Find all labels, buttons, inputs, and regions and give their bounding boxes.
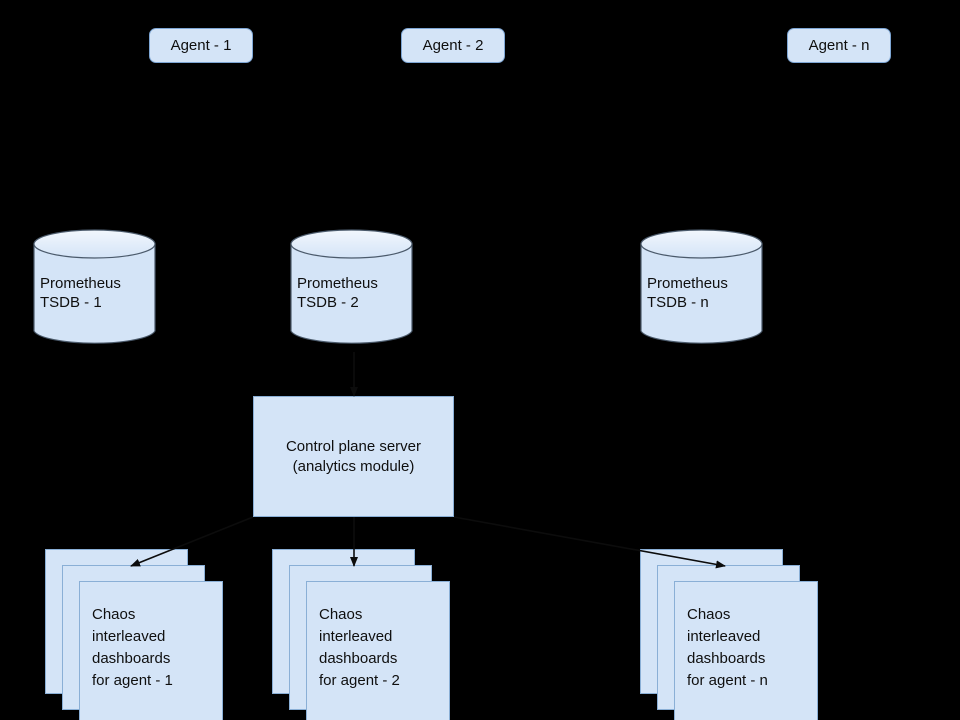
- agent-node-2[interactable]: Agent - 2: [401, 28, 505, 63]
- agent-node-n[interactable]: Agent - n: [787, 28, 891, 63]
- dashboard-card-front[interactable]: Chaos interleaved dashboards for agent -…: [306, 581, 450, 720]
- cylinder-icon: [640, 229, 763, 344]
- dashboard-stack-2-label: Chaos interleaved dashboards for agent -…: [319, 606, 400, 689]
- agent-node-n-label: Agent - n: [808, 37, 870, 54]
- dashboard-stack-2[interactable]: Chaos interleaved dashboards for agent -…: [272, 549, 450, 720]
- dashboard-stack-n-label: Chaos interleaved dashboards for agent -…: [687, 606, 768, 689]
- dashboard-stack-n[interactable]: Chaos interleaved dashboards for agent -…: [640, 549, 818, 720]
- prometheus-tsdb-n-label: Prometheus TSDB - n: [647, 275, 728, 311]
- dashboard-card-front[interactable]: Chaos interleaved dashboards for agent -…: [79, 581, 223, 720]
- cylinder-icon: [33, 229, 156, 344]
- control-plane-server[interactable]: Control plane server (analytics module): [253, 396, 454, 517]
- agent-node-2-label: Agent - 2: [422, 37, 484, 54]
- prometheus-tsdb-1[interactable]: Prometheus TSDB - 1: [33, 229, 156, 346]
- control-plane-server-label: Control plane server (analytics module): [285, 437, 422, 475]
- dashboard-card-front[interactable]: Chaos interleaved dashboards for agent -…: [674, 581, 818, 720]
- cylinder-icon: [290, 229, 413, 344]
- prometheus-tsdb-1-label: Prometheus TSDB - 1: [40, 275, 121, 311]
- agent-node-1-label: Agent - 1: [170, 37, 232, 54]
- prometheus-tsdb-2-label: Prometheus TSDB - 2: [297, 275, 378, 311]
- agent-node-1[interactable]: Agent - 1: [149, 28, 253, 63]
- prometheus-tsdb-n[interactable]: Prometheus TSDB - n: [640, 229, 763, 346]
- dashboard-stack-1[interactable]: Chaos interleaved dashboards for agent -…: [45, 549, 223, 720]
- prometheus-tsdb-2[interactable]: Prometheus TSDB - 2: [290, 229, 413, 346]
- dashboard-stack-1-label: Chaos interleaved dashboards for agent -…: [92, 606, 173, 689]
